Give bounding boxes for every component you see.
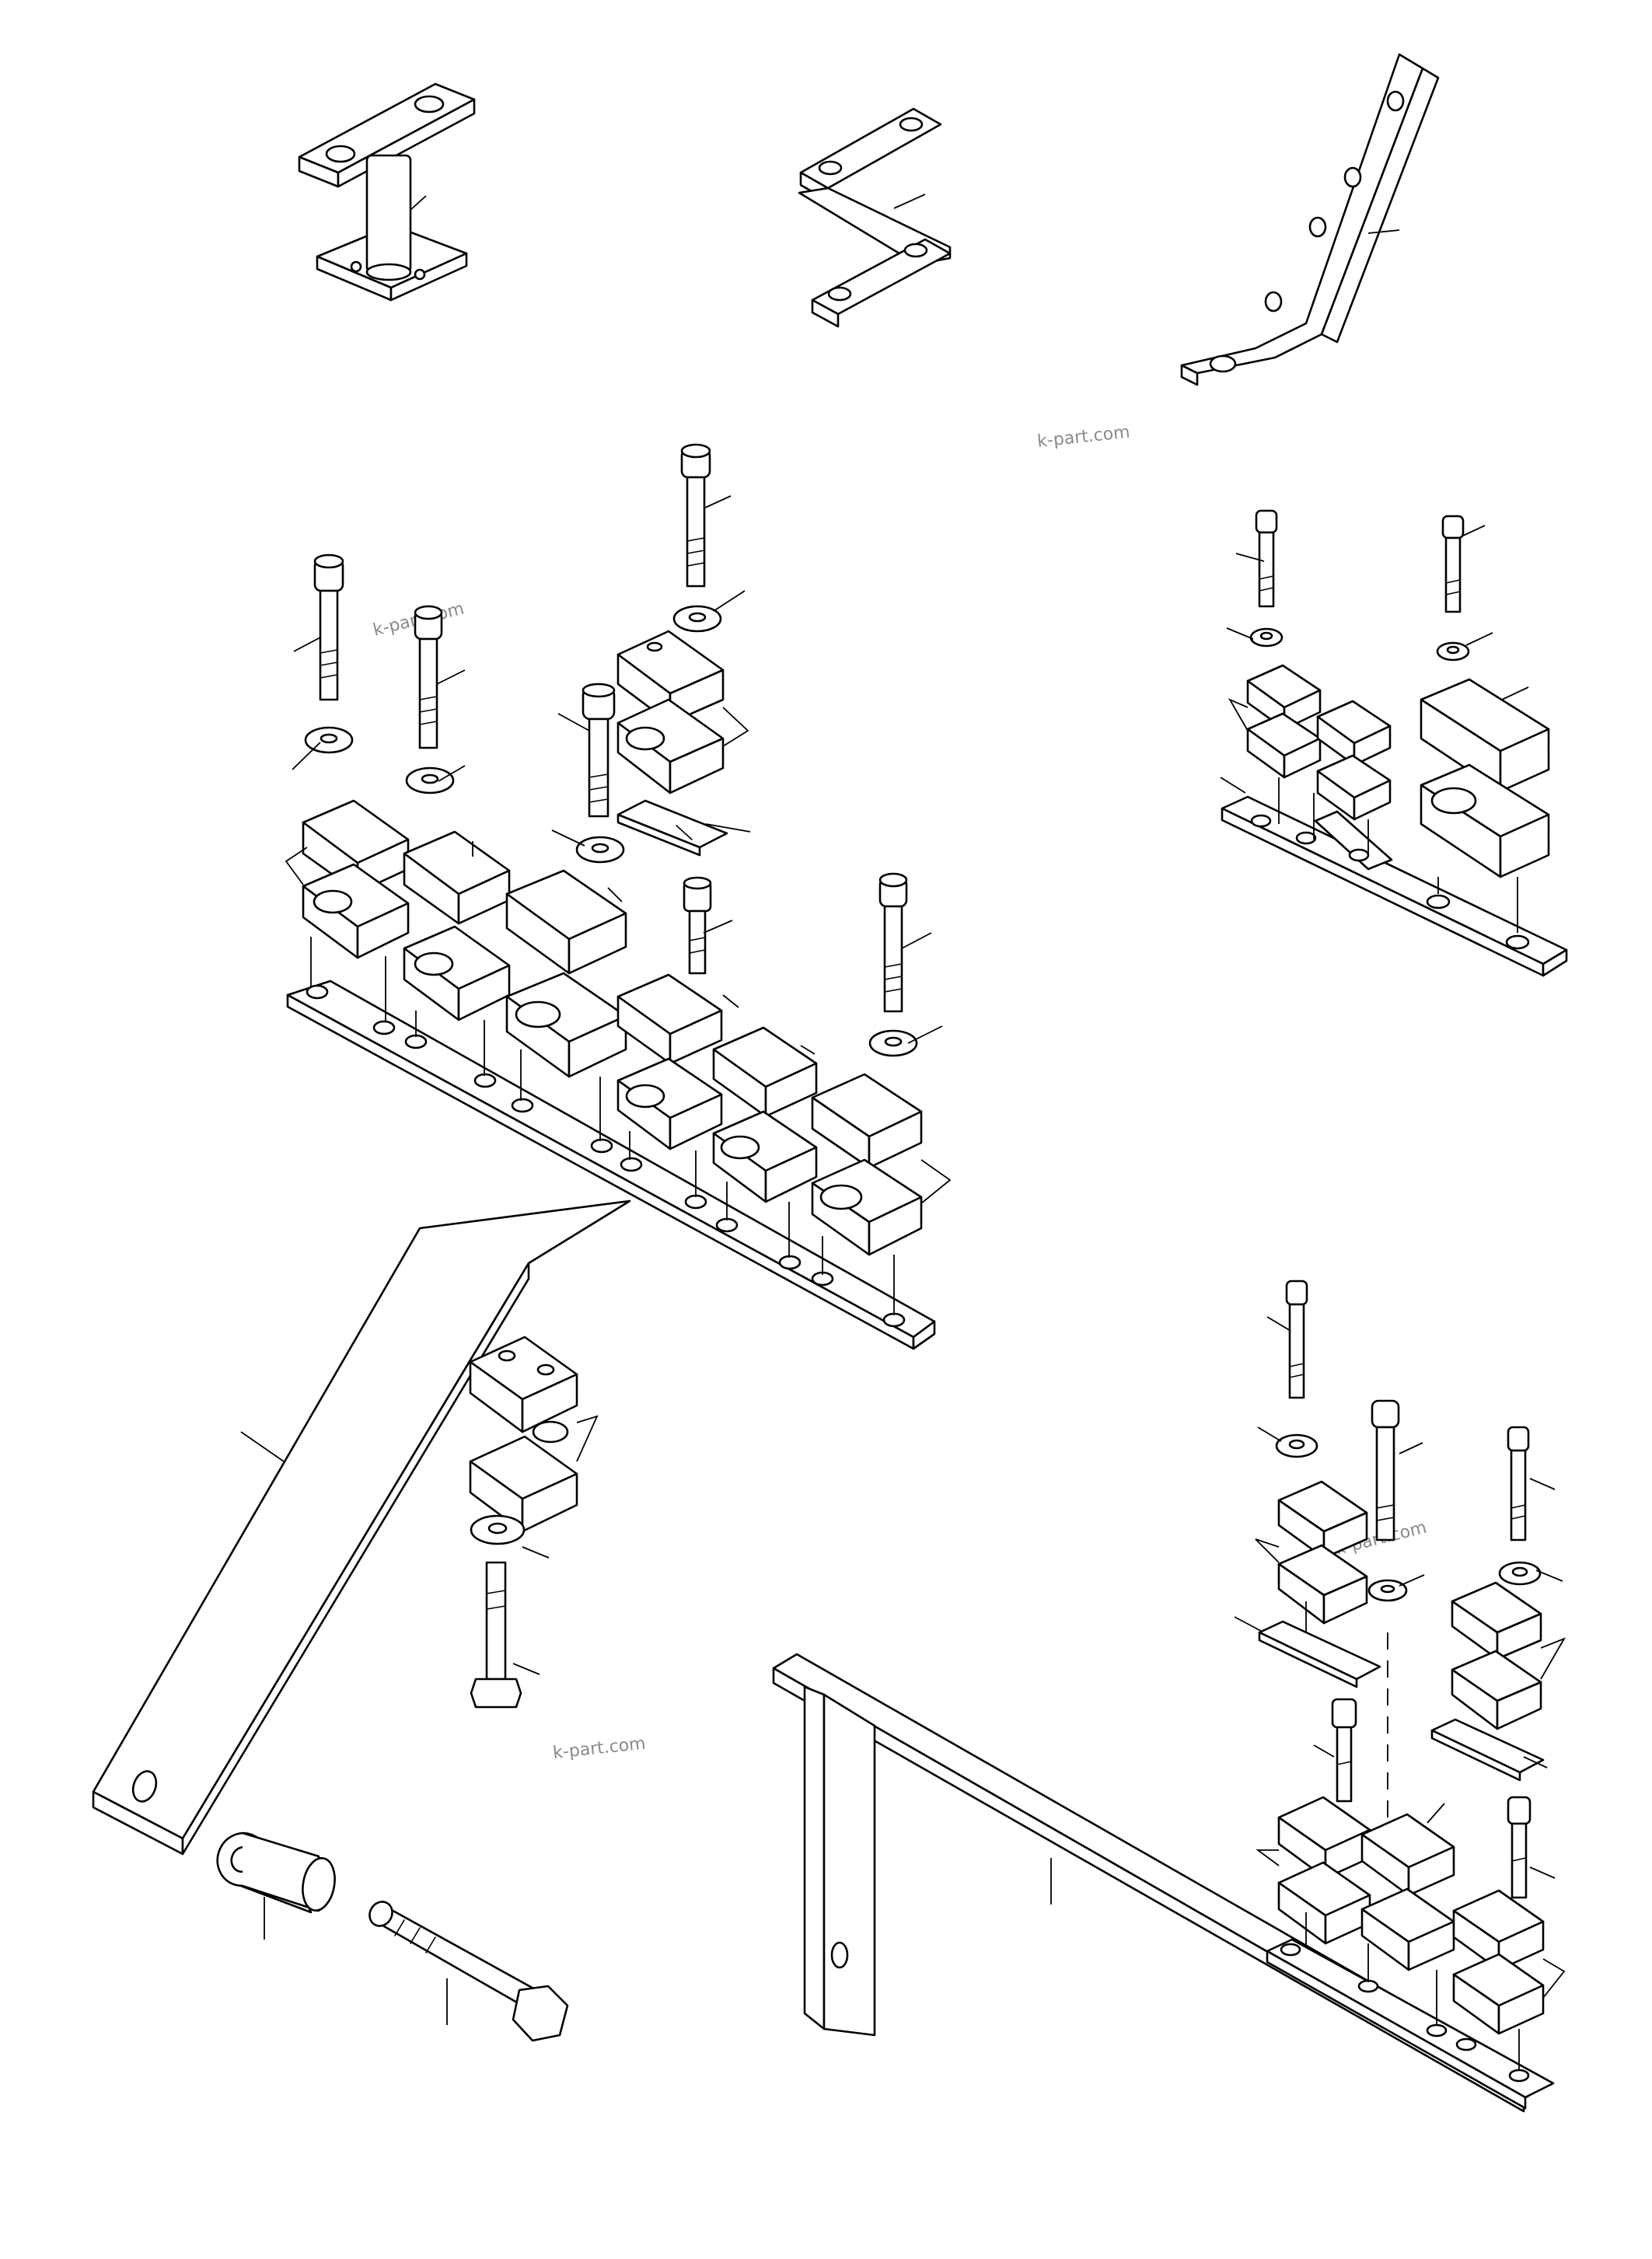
rail-nuts: [306, 984, 906, 1328]
socket-bolt-3: [680, 443, 711, 588]
rail-clamp-block-4: [616, 973, 723, 1150]
right-upper-rail: [1221, 795, 1568, 977]
right-lower-clamp-c: [1277, 1796, 1371, 1945]
right-upper-bolt-1: [1255, 509, 1278, 608]
right-lower-clamp-b: [1451, 1581, 1542, 1730]
rail-clamp-block-1: [302, 799, 410, 959]
washer-6: [470, 1514, 526, 1545]
right-lower-stud-2: [1507, 1796, 1532, 1899]
angled-strap: [1180, 53, 1440, 386]
socket-bolt-1: [313, 553, 344, 701]
short-stud: [683, 876, 712, 975]
right-upper-bolt-2: [1441, 515, 1465, 613]
right-lower-stud-1: [1331, 1698, 1357, 1803]
rail-clamp-block-3: [505, 869, 627, 1078]
right-lower-rail: [1266, 1938, 1555, 2110]
right-upper-leaders: [1220, 525, 1529, 933]
long-hex-bolt: [368, 1901, 569, 2042]
watermark-bottom: k-part.com: [552, 1734, 647, 1763]
rail-alignment-lines: [310, 937, 895, 1315]
z-shaped-bracket: [798, 107, 952, 328]
right-lower-clamp-a: [1277, 1480, 1368, 1625]
upper-clamp-pair: [616, 630, 725, 794]
socket-bolt-5: [878, 872, 908, 1013]
socket-bolt-2: [414, 605, 443, 749]
right-lower-washer-2: [1367, 1579, 1408, 1602]
washer-4: [575, 836, 625, 864]
lower-clamp-leaders: [512, 1415, 599, 1675]
right-upper-washer-1: [1249, 627, 1284, 648]
right-upper-clamp-large: [1420, 678, 1550, 878]
right-lower-leaders: [1234, 1316, 1566, 2069]
right-lower-clamp-e: [1452, 1889, 1545, 2035]
right-upper-washer-2: [1436, 641, 1470, 662]
washer-2: [405, 766, 455, 794]
rail-clamp-block-2: [403, 830, 511, 1021]
right-upper-clamp-small-1: [1246, 664, 1322, 779]
main-cluster-leaders: [285, 495, 952, 1204]
right-lower-bolt-1: [1285, 1280, 1308, 1399]
support-arm: [92, 1199, 631, 1856]
socket-bolt-4: [582, 683, 616, 818]
watermark-top-right: k-part.com: [1036, 423, 1131, 452]
spacer-sleeve: [216, 1831, 336, 1914]
right-lower-bolt-3: [1507, 1426, 1530, 1541]
right-lower-washer-1: [1275, 1433, 1318, 1458]
right-lower-bolt-2: [1371, 1399, 1400, 1541]
right-lower-clamp-d: [1360, 1813, 1455, 1971]
hex-bolt-1: [470, 1561, 522, 1709]
right-lower-washer-3: [1498, 1561, 1542, 1586]
right-upper-clamp-small-2: [1316, 700, 1392, 821]
washer-5: [868, 1029, 918, 1057]
lower-clamp-pair: [469, 1335, 578, 1533]
slotted-plate-3: [1430, 1718, 1545, 1782]
slotted-plate-2: [1258, 1620, 1381, 1688]
washer-1: [304, 726, 354, 754]
slotted-plate-1: [616, 799, 728, 857]
rail-clamp-block-6: [811, 1073, 923, 1256]
pillar-support-bracket: [298, 82, 476, 302]
washer-3: [672, 605, 722, 633]
rail-clamp-block-5: [712, 1026, 818, 1203]
